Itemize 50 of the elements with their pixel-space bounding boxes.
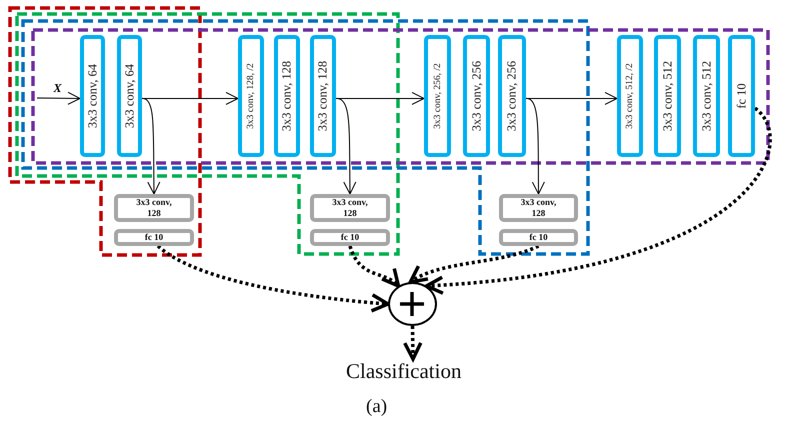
side-branch-box <box>499 194 578 222</box>
edge-label: X <box>54 82 62 94</box>
layer-box <box>310 35 336 157</box>
arrow <box>408 244 540 284</box>
layer-label: fc 10 <box>528 232 549 244</box>
side-branch-box <box>114 229 194 246</box>
arrow <box>336 98 356 194</box>
layer-label: 3x3 conv, 512 <box>699 60 714 132</box>
arrow <box>526 98 545 194</box>
layer-label: fc 10 <box>340 232 360 244</box>
arrow <box>526 92 618 105</box>
layer-label: 3x3 conv, 128 <box>280 60 294 132</box>
sum-circle <box>388 282 437 326</box>
layer-label: 3x3 conv, 128 <box>520 196 558 220</box>
layer-label: 3x3 conv, 64 <box>85 64 100 128</box>
layer-box <box>80 35 105 157</box>
side-branch-box <box>310 194 390 222</box>
arrow <box>36 92 80 105</box>
layer-label: 3x3 conv, 256, /2 <box>432 63 442 129</box>
layer-box <box>463 35 490 157</box>
layer-label: 3x3 conv, 128, /2 <box>246 63 256 129</box>
layer-label: 3x3 conv, 128 <box>135 196 173 220</box>
arrow <box>403 326 422 361</box>
layer-box <box>238 35 264 157</box>
arrow <box>424 107 772 294</box>
output-label: Classification <box>346 359 480 387</box>
layer-label: 3x3 conv, 128 <box>316 60 330 132</box>
arrow <box>156 244 390 312</box>
arrow <box>142 98 160 194</box>
layer-label: 3x3 conv, 64 <box>122 64 137 128</box>
layer-label: fc 10 <box>734 83 749 109</box>
layer-label: 3x3 conv, 512, /2 <box>625 63 635 129</box>
layer-label: 3x3 conv, 128 <box>331 196 369 220</box>
layer-box <box>424 35 451 157</box>
layer-box <box>654 35 681 157</box>
layer-label: fc 10 <box>144 232 164 244</box>
layer-box <box>498 35 526 157</box>
side-branch-box <box>114 194 194 222</box>
arrow <box>142 92 238 105</box>
layer-box <box>693 35 720 157</box>
layer-label: 3x3 conv, 256 <box>504 60 520 132</box>
layer-label: 3x3 conv, 256 <box>469 60 484 132</box>
layer-box <box>617 35 643 157</box>
layer-label: 3x3 conv, 512 <box>660 60 675 132</box>
figure-caption: (a) <box>366 396 388 418</box>
side-branch-box <box>499 229 578 246</box>
layer-box <box>117 35 142 157</box>
layer-box <box>274 35 300 157</box>
layer-box <box>728 35 755 157</box>
side-branch-box <box>310 229 390 246</box>
